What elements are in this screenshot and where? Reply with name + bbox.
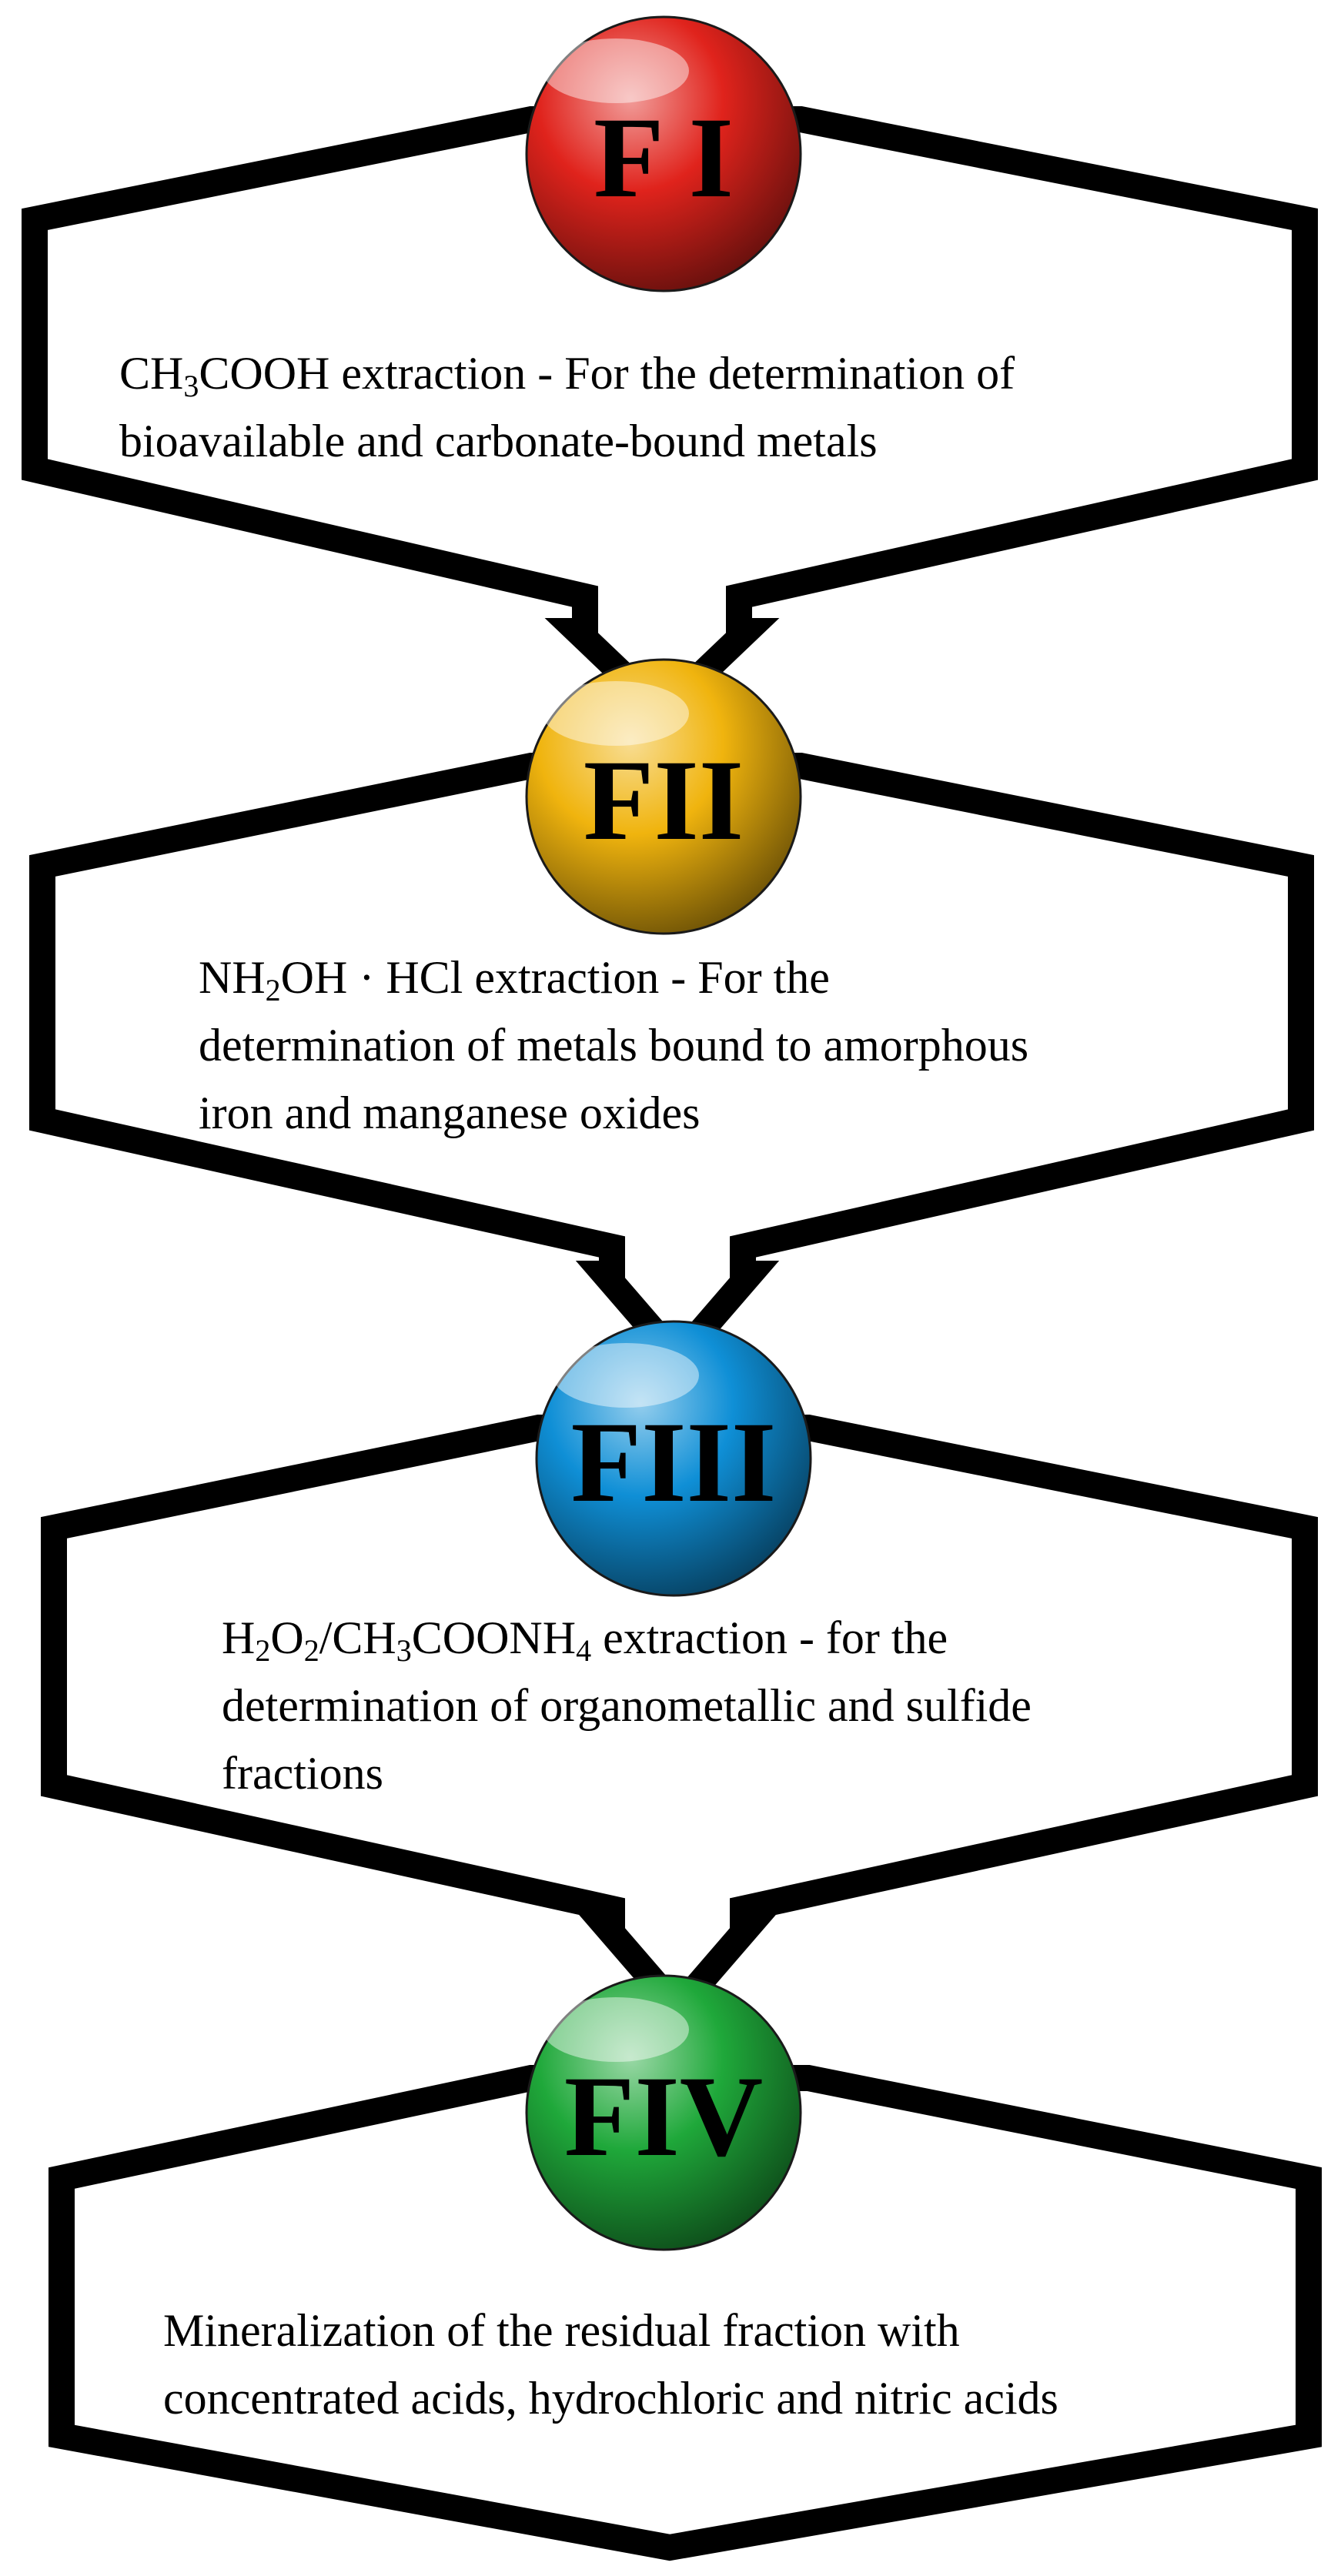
step-fi-sphere xyxy=(525,15,802,292)
step-fiii-box xyxy=(41,1415,1318,2030)
step-fi-description: CH3COOH extraction - For the determinati… xyxy=(119,348,1015,466)
step-fiv-sphere xyxy=(525,1974,802,2251)
step-fiv-box xyxy=(48,2065,1322,2561)
step-fiv: Mineralization of the residual fraction … xyxy=(48,1974,1322,2561)
step-fii-sphere xyxy=(525,658,802,935)
step-fii-box xyxy=(29,753,1314,1379)
step-fii-label: FII xyxy=(584,737,744,864)
step-fiii-sphere-highlight xyxy=(553,1343,699,1408)
step-fiv-sphere-highlight xyxy=(543,1997,689,2062)
step-fiv-label: FIV xyxy=(564,2053,763,2180)
step-fiii-label: FIII xyxy=(571,1398,777,1526)
step-fi-label: F I xyxy=(594,94,734,222)
step-fiv-description: Mineralization of the residual fraction … xyxy=(163,2305,1058,2424)
step-fi-sphere-highlight xyxy=(543,38,689,103)
step-fiii-sphere xyxy=(535,1320,812,1597)
step-fi: CH3COOH extraction - For the determinati… xyxy=(22,15,1318,730)
step-fii-sphere-highlight xyxy=(543,681,689,746)
